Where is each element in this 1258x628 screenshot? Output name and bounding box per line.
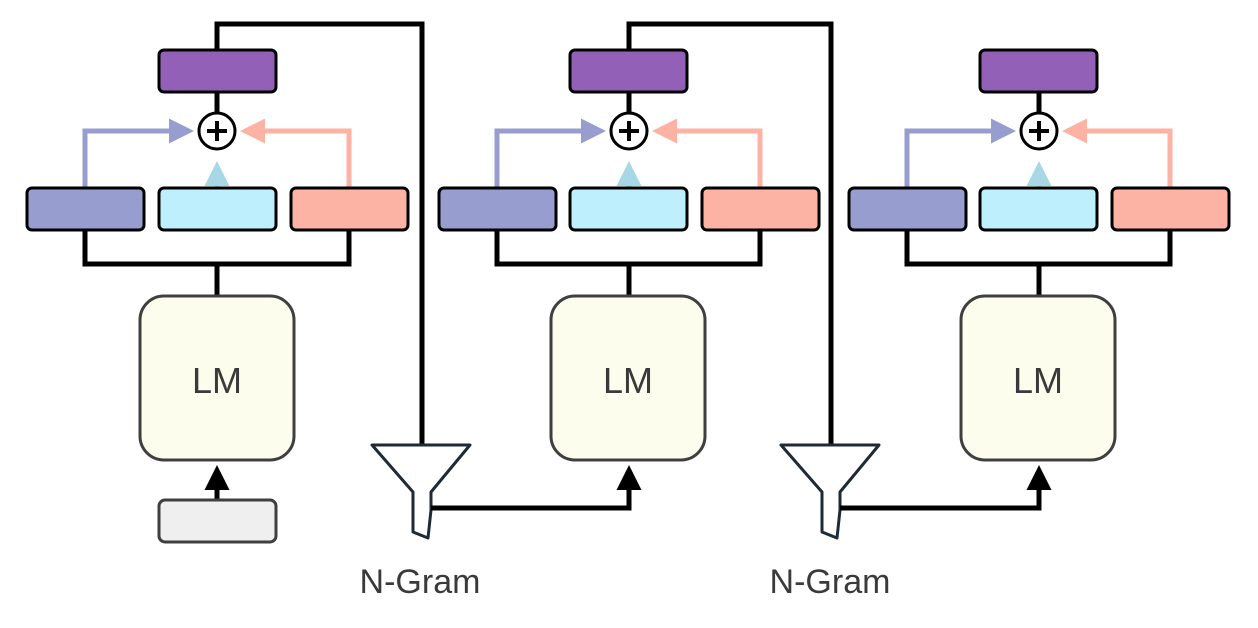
stage-1-heads-bracket [82,230,352,296]
stage-2-head-left [437,186,558,232]
stage-1-sum-node [197,111,237,151]
stage-2: LM [437,21,834,462]
stage-3-head-left [847,186,968,232]
stage-2-feedback-line [626,21,834,445]
ngram-filter-2: N-Gram [770,443,1052,601]
stage-1: LM [25,21,425,544]
stage-2-sum-node [609,111,649,151]
stage-3-output-box [978,48,1099,94]
stage-2-lm-box [549,294,707,462]
stage-1-head-left [25,186,146,232]
stage-1-input-box [157,498,278,544]
stage-3-lm-box [959,294,1117,462]
stage-3-lm-label: LM [1013,360,1063,401]
stage-2-head-right [700,186,821,232]
stage-1-feedback-line [214,21,425,445]
stage-2-heads-bracket [494,230,763,296]
stage-2-head-mid [568,186,689,232]
stage-2-lm-label: LM [603,360,653,401]
ngram-filter-1: N-Gram [360,443,642,601]
stage-3: LM [847,48,1231,462]
stage-1-head-mid [157,186,278,232]
stage-2-right-arrow [652,118,763,188]
stage-3-left-arrow [904,118,1016,188]
stage-2-output-box [568,48,689,94]
stage-1-head-right [289,186,410,232]
stage-1-left-arrow [82,118,194,188]
stage-3-heads-bracket [904,230,1173,296]
stage-3-right-arrow [1062,118,1173,188]
stage-3-head-mid [978,186,1099,232]
stage-3-head-right [1110,186,1231,232]
filter-2-to-stage-3-arrow [840,465,1052,511]
stage-2-left-arrow [494,118,606,188]
funnel-icon [779,443,881,540]
funnel-icon [370,443,472,540]
filter-1-label: N-Gram [360,563,481,601]
stage-1-output-box [157,48,278,94]
filter-1-to-stage-2-arrow [431,465,642,511]
filter-2-label: N-Gram [770,563,891,601]
stage-1-right-arrow [240,118,352,188]
stage-3-sum-node [1019,111,1059,151]
stage-1-lm-box [138,294,296,462]
stage-1-lm-label: LM [192,360,242,401]
